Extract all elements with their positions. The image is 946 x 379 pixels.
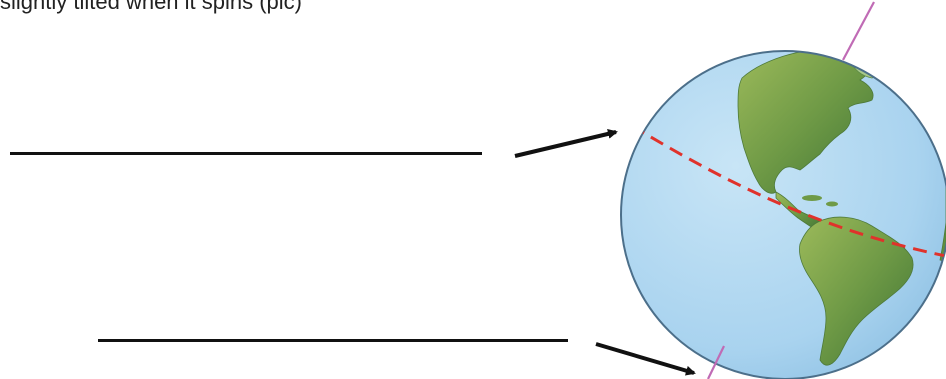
caribbean-island: [826, 201, 838, 207]
axis-line-top: [842, 1, 875, 61]
globe-outline: [620, 50, 946, 379]
arrow-to-axis: [595, 342, 696, 376]
arrow-to-equator: [514, 128, 618, 158]
equator-line: [631, 124, 946, 258]
africa-edge: [939, 107, 946, 263]
axis-line-bottom: [707, 345, 725, 379]
caption-text: slightly tilted when it spins (pic): [0, 0, 303, 14]
answer-blank-equator[interactable]: [10, 152, 482, 155]
globe: [620, 50, 946, 379]
caribbean-island: [802, 195, 822, 201]
answer-blank-axis[interactable]: [98, 339, 568, 342]
